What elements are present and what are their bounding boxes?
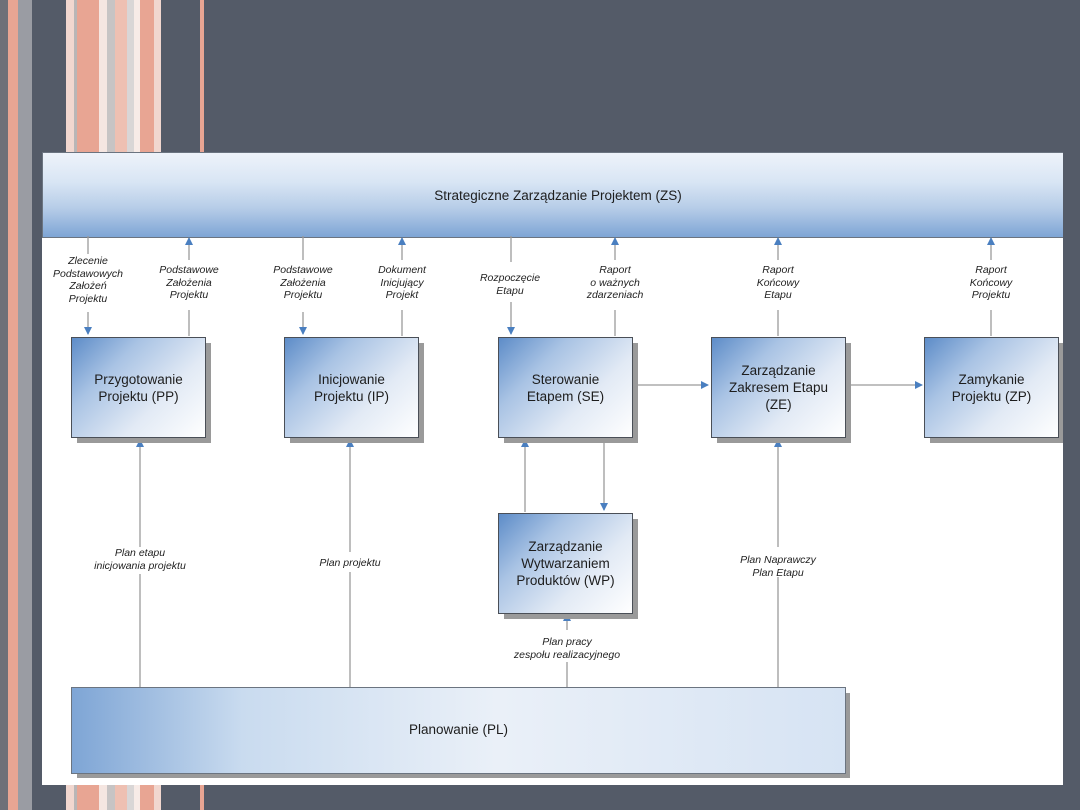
label-raport-etapu: Raport Końcowy Etapu xyxy=(756,264,800,301)
label-plan-naprawczy: Plan Naprawczy Plan Etapu xyxy=(740,554,816,579)
process-zp-box: Zamykanie Projektu (ZP) xyxy=(924,337,1059,438)
process-ze-box: Zarządzanie Zakresem Etapu (ZE) xyxy=(711,337,846,438)
label-raport-projektu: Raport Końcowy Projektu xyxy=(969,264,1013,301)
process-wp-box: Zarządzanie Wytwarzaniem Produktów (WP) xyxy=(498,513,633,614)
planning-band: Planowanie (PL) xyxy=(71,687,846,774)
process-se-box: Sterowanie Etapem (SE) xyxy=(498,337,633,438)
label-rozpoczecie: Rozpoczęcie Etapu xyxy=(479,272,541,297)
label-plan-pracy: Plan pracy zespołu realizacyjnego xyxy=(513,636,621,661)
label-raport-zdarzenia: Raport o ważnych zdarzeniach xyxy=(586,264,644,301)
label-ip-zalozenia: Podstawowe Założenia Projektu xyxy=(273,264,333,301)
label-plan-projektu: Plan projektu xyxy=(319,557,381,569)
connector-arrows xyxy=(84,236,995,687)
process-diagram: Strategiczne Zarządzanie Projektem (ZS) … xyxy=(42,152,1063,785)
process-ip-box: Inicjowanie Projektu (IP) xyxy=(284,337,419,438)
planning-label: Planowanie (PL) xyxy=(408,722,509,737)
label-dokument: Dokument Inicjujący Projekt xyxy=(378,264,426,301)
strategic-management-band: Strategiczne Zarządzanie Projektem (ZS) xyxy=(42,152,1063,238)
process-pp-box: Przygotowanie Projektu (PP) xyxy=(71,337,206,438)
label-zlecenie: Zlecenie Podstawowych Założeń Projektu xyxy=(52,255,124,305)
label-plan-etapu-init: Plan etapu inicjowania projektu xyxy=(94,547,186,572)
label-pp-zalozenia: Podstawowe Założenia Projektu xyxy=(159,264,219,301)
strategic-management-label: Strategiczne Zarządzanie Projektem (ZS) xyxy=(434,188,682,203)
